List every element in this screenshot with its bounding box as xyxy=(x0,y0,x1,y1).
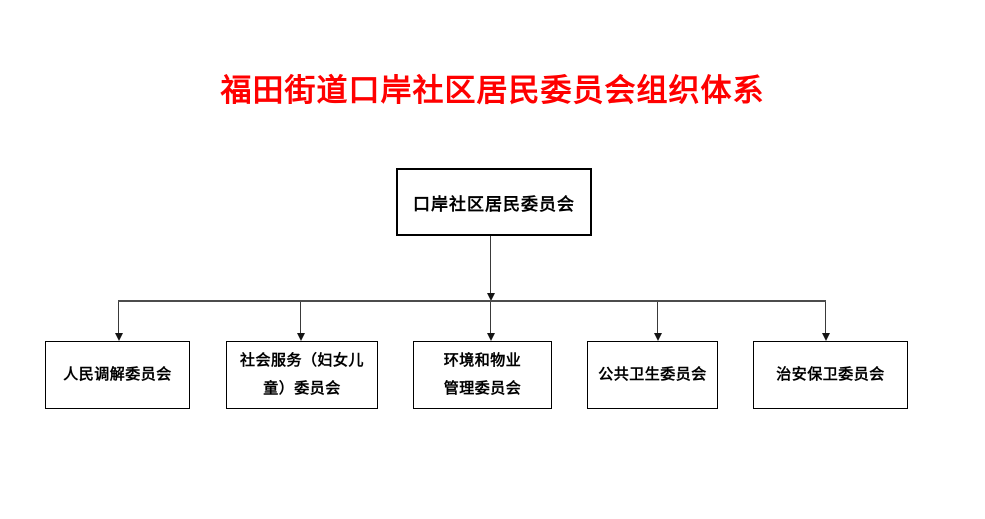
org-node-public-health: 公共卫生委员会 xyxy=(587,341,718,409)
page-title: 福田街道口岸社区居民委员会组织体系 xyxy=(220,73,765,108)
org-node-label: 人民调解委员会 xyxy=(63,366,172,383)
connector-line xyxy=(657,302,658,333)
org-node-label-line: 童）委员会 xyxy=(263,380,341,397)
org-node-label: 治安保卫委员会 xyxy=(776,366,885,383)
connector-trunk-line xyxy=(490,236,491,293)
org-node-security: 治安保卫委员会 xyxy=(753,341,908,409)
arrow-down-icon xyxy=(115,333,123,341)
arrow-down-icon xyxy=(822,333,830,341)
org-node-social-service: 社会服务（妇女儿 童）委员会 xyxy=(226,341,378,409)
connector-horizontal-rail xyxy=(118,300,826,302)
org-node-environment-property: 环境和物业 管理委员会 xyxy=(413,341,552,409)
arrow-down-icon xyxy=(487,293,495,301)
org-node-label: 公共卫生委员会 xyxy=(598,366,707,383)
org-node-label-line: 环境和物业 xyxy=(443,352,522,369)
org-node-mediation: 人民调解委员会 xyxy=(45,341,190,409)
connector-line xyxy=(490,302,491,333)
org-node-label-line: 管理委员会 xyxy=(443,380,522,397)
connector-line xyxy=(118,302,119,333)
org-node-label-line: 社会服务（妇女儿 xyxy=(239,352,364,369)
arrow-down-icon xyxy=(487,333,495,341)
org-node-root-label: 口岸社区居民委员会 xyxy=(413,194,575,214)
connector-line xyxy=(825,302,826,333)
arrow-down-icon xyxy=(654,333,662,341)
connector-line xyxy=(300,302,301,333)
arrow-down-icon xyxy=(297,333,305,341)
org-node-root: 口岸社区居民委员会 xyxy=(396,168,592,236)
